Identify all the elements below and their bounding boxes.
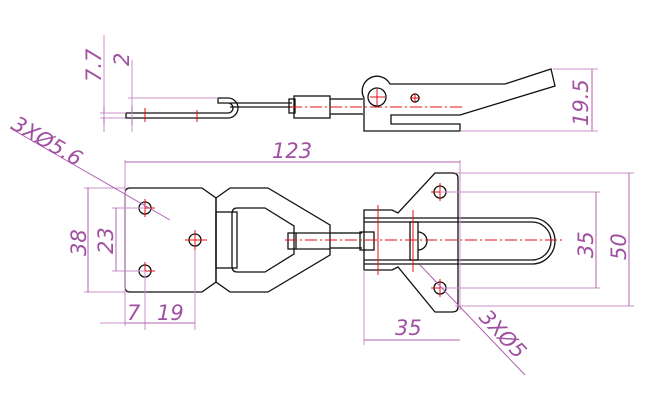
- rod: [230, 102, 292, 108]
- catch-strip: [125, 97, 239, 119]
- dim-35-vertical: 35: [574, 231, 598, 258]
- dim-2: 2: [110, 53, 134, 66]
- dim-23: 23: [94, 227, 118, 254]
- dim-38: 38: [67, 229, 91, 256]
- dim-35-horizontal: 35: [395, 316, 422, 340]
- dim-7: 7: [127, 301, 141, 325]
- front-view: 3XØ5.6 123 38 23 7 19 35 50 35 3XØ5: [8, 112, 634, 376]
- dim-19: 19: [157, 301, 184, 325]
- bracket: [363, 172, 459, 313]
- side-view: 7.7 2 19.5: [82, 35, 598, 132]
- dim-123: 123: [272, 139, 312, 163]
- dim-50: 50: [607, 233, 631, 260]
- u-hook: [364, 217, 556, 265]
- pivot-pin: [367, 87, 387, 107]
- dim-3x-dia-5-6: 3XØ5.6: [8, 112, 87, 171]
- lever: [361, 68, 556, 132]
- link: [215, 187, 331, 293]
- dim-19-5: 19.5: [569, 79, 593, 126]
- dim-7-7: 7.7: [82, 48, 106, 82]
- nut-washer: [288, 98, 296, 114]
- dim-3x-dia-5: 3XØ5: [474, 305, 531, 363]
